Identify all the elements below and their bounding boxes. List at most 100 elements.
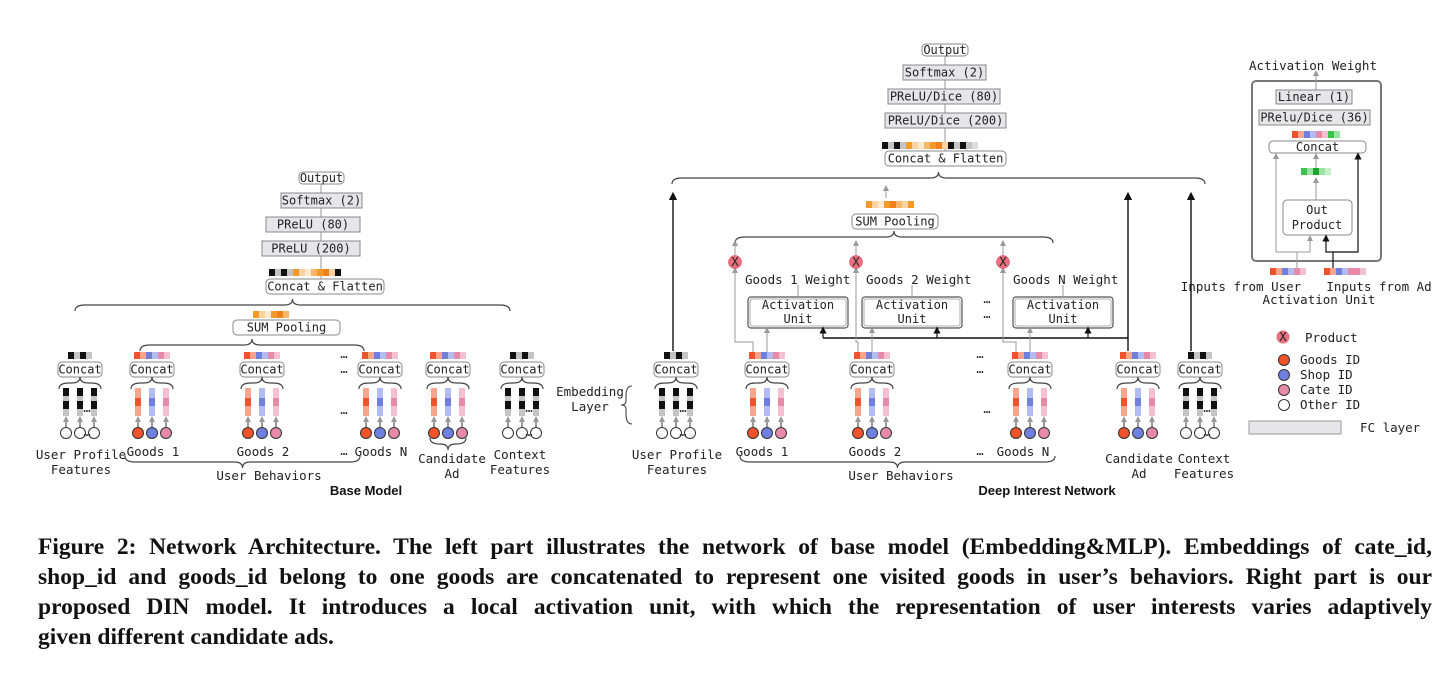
goods-n-label: Goods N [997, 444, 1050, 459]
embedding-cell [1316, 131, 1322, 138]
embedding-cell [1121, 406, 1127, 416]
other-id-node [60, 427, 72, 439]
other-id-node [516, 427, 528, 439]
brace [124, 455, 361, 469]
embedding-cell [1211, 401, 1217, 409]
embedding-column [91, 388, 97, 416]
concat-flatten-vector [269, 269, 341, 276]
embedding-cell [764, 406, 770, 416]
embedding-cell [855, 398, 861, 406]
embedding-cell [860, 352, 866, 359]
embedding-cell [659, 396, 665, 401]
sum-pooling-vector [253, 311, 289, 318]
connector-line [1273, 153, 1298, 268]
concat-vector [1292, 131, 1340, 138]
embedding-cell [1121, 398, 1127, 406]
shop-id-node [256, 427, 268, 439]
concat-flatten-box-frame [884, 150, 1007, 167]
embedding-column [778, 388, 784, 416]
embedding-cell [1149, 406, 1155, 416]
embedding-column [855, 388, 861, 416]
embedding-layer-label-line1: Embedding [556, 384, 624, 399]
product-icon [728, 255, 742, 269]
embedding-cell [750, 398, 756, 406]
embedding-cell [363, 398, 369, 406]
embedding-cell [391, 398, 397, 406]
goods-weight-label: Goods N Weight [1013, 272, 1118, 287]
embedding-cell [750, 388, 756, 398]
activation-unit-caption: Activation Unit [1263, 292, 1376, 307]
embedding-column [149, 388, 155, 416]
embedding-cell [1042, 352, 1048, 359]
concat-box: Concat [239, 361, 285, 378]
cate-id-node [880, 427, 892, 439]
embedding-cell [363, 406, 369, 416]
embedding-vector [362, 352, 398, 359]
embedding-cell [664, 352, 670, 359]
embedding-cell [1336, 268, 1342, 275]
embedding-cell [1322, 131, 1328, 138]
embedding-cell [377, 406, 383, 416]
activation-unit-label-line2: Unit [898, 312, 927, 326]
goods-2-group: Concat [239, 352, 285, 439]
embedding-cell [505, 401, 511, 409]
embedding-cell [1334, 131, 1340, 138]
connector-line [1322, 234, 1334, 268]
embedding-cell [659, 409, 665, 416]
embedding-cell [135, 398, 141, 406]
ellipsis: … [340, 403, 347, 417]
embedding-cell [250, 352, 256, 359]
embedding-cell [972, 142, 978, 149]
embedding-cell [374, 352, 380, 359]
concat-flatten-vector [882, 142, 978, 149]
embedding-cell [883, 406, 889, 416]
other-id-node [1194, 427, 1206, 439]
other-id-node [656, 427, 668, 439]
brace [1116, 376, 1160, 390]
embedding-column [750, 388, 756, 416]
out-product-label-line2: Product [1292, 218, 1343, 232]
embedding-cell [323, 269, 329, 276]
embedding-cell [442, 352, 448, 359]
embedding-cell [273, 406, 279, 416]
embedding-cell [329, 269, 335, 276]
embedding-vector [1012, 352, 1048, 359]
embedding-layer-label-line2: Layer [571, 399, 609, 414]
other-id-legend-icon [1278, 399, 1290, 411]
embedding-cell [505, 388, 511, 396]
embedding-cell [1149, 398, 1155, 406]
shop-id-node [1024, 427, 1036, 439]
candidate-ad-label-line2: Ad [444, 466, 459, 481]
embedding-column [1211, 388, 1217, 416]
embedding-cell [894, 142, 900, 149]
other-id-node [1208, 427, 1220, 439]
embedding-column [1135, 388, 1141, 416]
ellipsis: … [83, 401, 90, 415]
embedding-cell [687, 396, 693, 401]
embedding-cell [896, 201, 902, 208]
concat-box: Concat [129, 361, 175, 378]
embedding-cell [659, 388, 665, 396]
figure-caption: Figure 2: Network Architecture. The left… [38, 532, 1432, 652]
embedding-cell [1150, 352, 1156, 359]
ellipsis: … [525, 401, 532, 415]
embedding-cell [91, 401, 97, 409]
embedding-cell [869, 388, 875, 398]
embedding-cell [687, 401, 693, 409]
concat-flatten-box: Concat & Flatten [265, 278, 385, 295]
embedding-cell [80, 352, 86, 359]
embedding-cell [265, 311, 271, 318]
embedding-cell [528, 352, 534, 359]
shop-id-node [442, 427, 454, 439]
embedding-cell [380, 352, 386, 359]
softmax-layer-label: Softmax (2) [282, 194, 361, 208]
embedding-cell [918, 142, 924, 149]
embedding-cell [1282, 268, 1288, 275]
embedding-cell [1018, 352, 1024, 359]
cate-id-node [270, 427, 282, 439]
goods-id-node [132, 427, 144, 439]
prelu-dice-36-layer: PRelu/Dice (36) [1258, 109, 1371, 126]
